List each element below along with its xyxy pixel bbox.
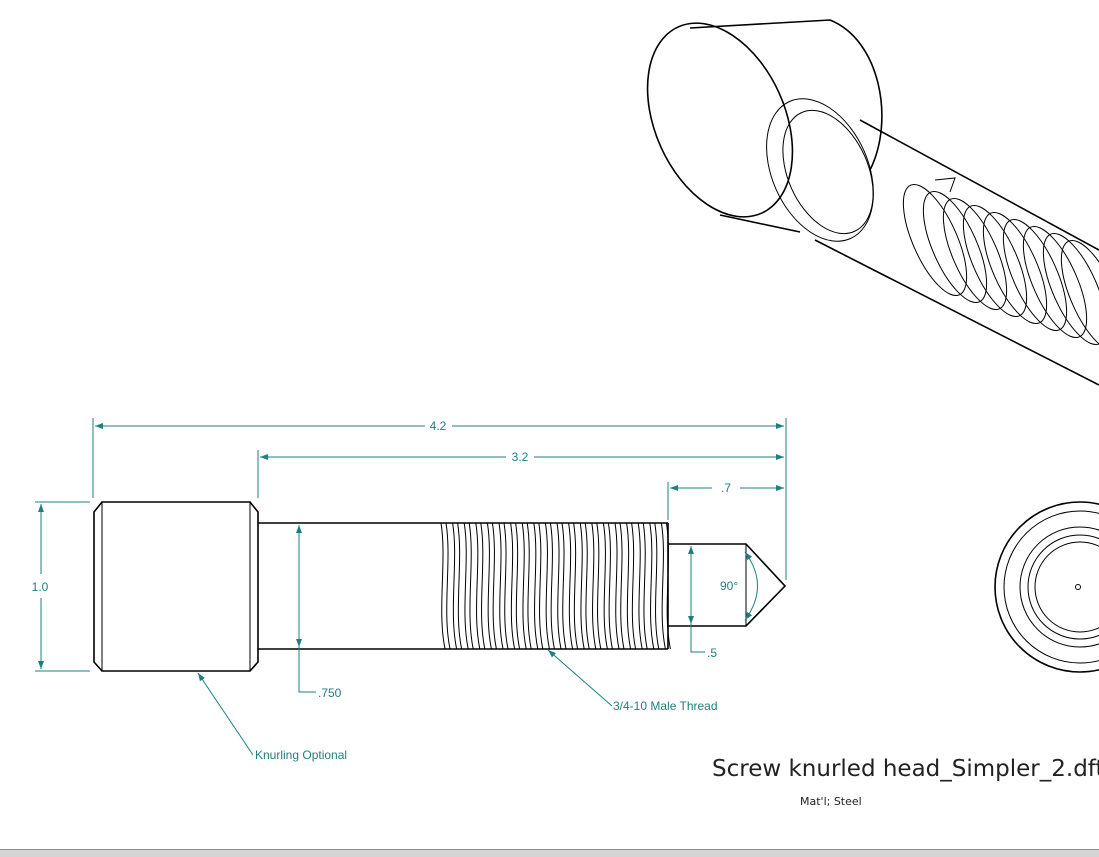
isometric-thread [902, 183, 1099, 353]
thread-crest [556, 522, 562, 650]
material-note: Mat'l; Steel [800, 795, 862, 808]
end-view [994, 501, 1099, 673]
thread-root [573, 522, 579, 650]
thread-crest [463, 522, 469, 650]
thread-root [631, 522, 637, 650]
thread-root [515, 522, 521, 650]
dim-tip-length: .7 [721, 481, 731, 495]
thread-crest [521, 522, 527, 650]
thread-root [457, 522, 463, 650]
thread-callout: 3/4-10 Male Thread [613, 699, 718, 713]
thread-root [445, 522, 451, 650]
thread-crest [602, 522, 608, 650]
thread-profile [440, 522, 671, 650]
thread-root [665, 522, 671, 650]
thread-crest [568, 522, 574, 650]
thread-crest [637, 522, 643, 650]
thread-crest [533, 522, 539, 650]
dimensions: 4.2 3.2 .7 1.0 .750 .5 90° 3/4-10 Male T… [32, 418, 787, 762]
thread-root [480, 522, 486, 650]
thread-crest [660, 522, 666, 650]
knurl-callout: Knurling Optional [255, 748, 347, 762]
thread-root [561, 522, 567, 650]
status-bar [0, 849, 1099, 857]
thread-root [503, 522, 509, 650]
dim-tip-angle: 90° [720, 579, 738, 593]
thread-crest [591, 522, 597, 650]
thread-root [584, 522, 590, 650]
thread-crest [486, 522, 492, 650]
thread-crest [626, 522, 632, 650]
thread-root [526, 522, 532, 650]
thread-root [596, 522, 602, 650]
thread-root [491, 522, 497, 650]
thread-root [549, 522, 555, 650]
thread-crest [498, 522, 504, 650]
isometric-view [646, 19, 1099, 386]
dim-shank-diameter: .750 [318, 686, 342, 700]
thread-crest [579, 522, 585, 650]
thread-crest [452, 522, 458, 650]
dim-shank-length: 3.2 [512, 450, 529, 464]
thread-crest [440, 522, 446, 650]
thread-crest [510, 522, 516, 650]
dim-tip-diameter: .5 [707, 646, 717, 660]
thread-root [642, 522, 648, 650]
thread-crest [649, 522, 655, 650]
thread-root [468, 522, 474, 650]
dim-head-diameter: 1.0 [32, 580, 49, 594]
thread-root [538, 522, 544, 650]
side-view [93, 501, 787, 672]
drawing-title: Screw knurled head_Simpler_2.dft [712, 756, 1099, 782]
thread-crest [614, 522, 620, 650]
thread-root [607, 522, 613, 650]
thread-root [654, 522, 660, 650]
dim-overall-length: 4.2 [430, 419, 447, 433]
thread-root [619, 522, 625, 650]
thread-crest [544, 522, 550, 650]
thread-crest [475, 522, 481, 650]
